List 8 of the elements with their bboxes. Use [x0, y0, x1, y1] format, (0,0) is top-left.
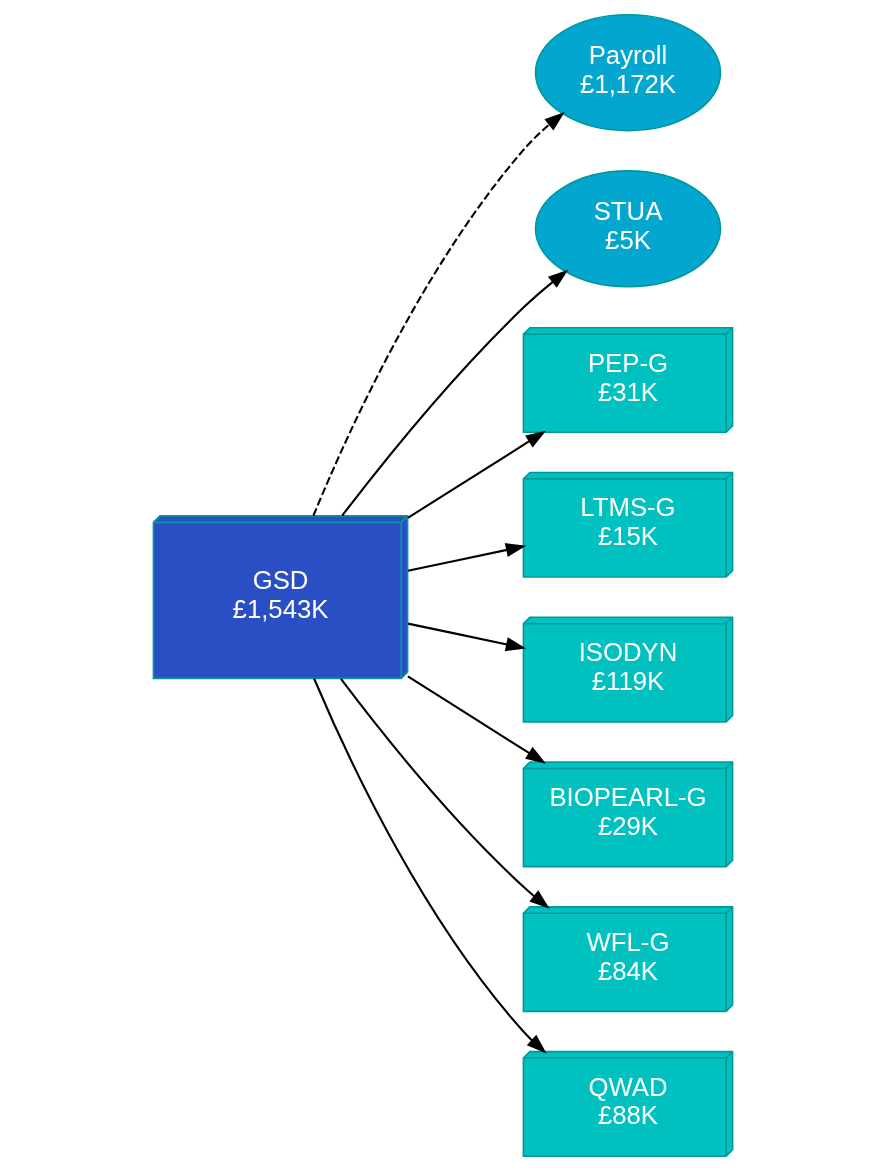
arrow — [407, 543, 527, 572]
arrow — [341, 269, 569, 517]
arrow — [340, 678, 550, 909]
arrow — [313, 678, 547, 1054]
arrow — [407, 430, 547, 519]
arrow — [407, 622, 527, 652]
arrow — [407, 675, 547, 764]
arrow — [312, 112, 565, 517]
